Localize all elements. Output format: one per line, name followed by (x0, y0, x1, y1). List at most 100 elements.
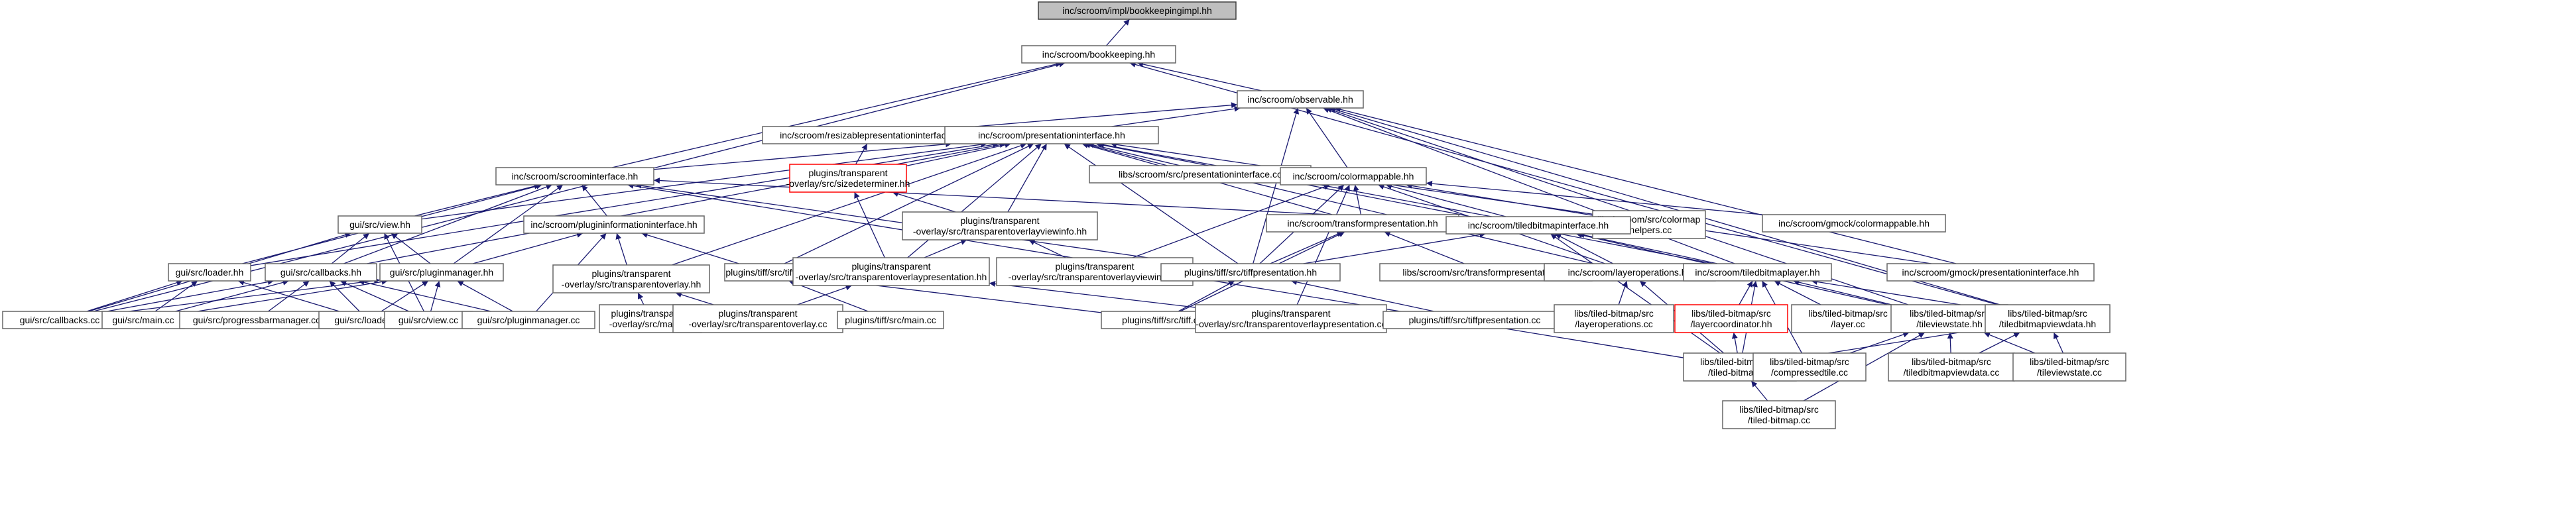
node-box[interactable] (1021, 45, 1176, 64)
node-label: gui/src/view.hh (349, 219, 410, 230)
node-box[interactable] (2012, 352, 2126, 382)
node-box[interactable] (384, 311, 473, 329)
node-n_top[interactable]: plugins/transparent-overlay/src/transpar… (792, 257, 990, 286)
node-box[interactable] (552, 264, 710, 293)
node-box[interactable] (1237, 90, 1364, 109)
edge-n_viewcc-to-n_pm (430, 280, 441, 312)
node-n_sdet[interactable]: plugins/transparent-overlay/src/sizedete… (786, 164, 910, 193)
node-box[interactable] (1886, 263, 2095, 282)
node-label: /tiledbitmapviewdata.cc (1904, 367, 2000, 378)
node-box[interactable] (495, 167, 654, 185)
node-n_cm[interactable]: inc/scroom/colormappable.hh (1280, 167, 1427, 185)
node-n_layopscc[interactable]: libs/tiled-bitmap/src/layeroperations.cc (1554, 304, 1674, 333)
node-label: libs/scroom/src/presentationinterface.cc (1119, 169, 1282, 180)
node-label: libs/tiled-bitmap/src (2030, 356, 2109, 367)
node-n_tbl[interactable]: inc/scroom/tiledbitmaplayer.hh (1683, 263, 1832, 282)
node-box[interactable] (101, 311, 185, 329)
node-box[interactable] (1445, 216, 1631, 235)
node-n_tovi[interactable]: plugins/transparent-overlay/src/transpar… (902, 211, 1098, 240)
node-box[interactable] (1762, 214, 1946, 233)
node-box[interactable] (672, 304, 843, 333)
node-box[interactable] (1195, 304, 1387, 333)
node-n_tbi[interactable]: inc/scroom/tiledbitmapinterface.hh (1445, 216, 1631, 235)
node-box[interactable] (379, 263, 504, 282)
node-box[interactable] (2, 311, 117, 329)
node-box[interactable] (337, 215, 422, 234)
node-n_tbcc[interactable]: libs/tiled-bitmap/src/tiled-bitmap.cc (1722, 400, 1836, 429)
node-n_lpicc[interactable]: libs/scroom/src/presentationinterface.cc (1089, 165, 1312, 184)
node-n_tbvdcc[interactable]: libs/tiled-bitmap/src/tiledbitmapviewdat… (1888, 352, 2015, 382)
node-box[interactable] (523, 215, 705, 234)
node-box[interactable] (1089, 165, 1312, 184)
node-box[interactable] (996, 257, 1194, 286)
node-n_tovicc[interactable]: plugins/transparent-overlay/src/transpar… (996, 257, 1194, 286)
node-n_viewcc[interactable]: gui/src/view.cc (384, 311, 473, 329)
node-n_cb[interactable]: gui/src/callbacks.hh (265, 263, 377, 282)
edge-n_tbi-to-n_cm (1385, 183, 1506, 217)
node-n_tvscc[interactable]: libs/tiled-bitmap/src/tileviewstate.cc (2012, 352, 2126, 382)
node-box[interactable] (1888, 352, 2015, 382)
node-n_tiffmain[interactable]: plugins/tiff/src/main.cc (837, 311, 944, 329)
edge-n_cmhelp-to-n_cm (1406, 183, 1593, 216)
node-n_tbvd[interactable]: libs/tiled-bitmap/src/tiledbitmapviewdat… (1985, 304, 2111, 333)
edge-n_gmcm-to-n_cm (1426, 180, 1763, 215)
node-n_obs[interactable]: inc/scroom/observable.hh (1237, 90, 1364, 109)
node-box[interactable] (1382, 311, 1567, 329)
node-label: gui/src/callbacks.cc (20, 315, 100, 325)
node-n_layercc[interactable]: libs/tiled-bitmap/src/layer.cc (1791, 304, 1905, 333)
node-box[interactable] (1752, 352, 1867, 382)
node-n_pi[interactable]: inc/scroom/presentationinterface.hh (944, 126, 1159, 144)
node-box[interactable] (837, 311, 944, 329)
node-n_gmcm[interactable]: inc/scroom/gmock/colormappable.hh (1762, 214, 1946, 233)
node-n_tiffpcc[interactable]: plugins/tiff/src/tiffpresentation.cc (1382, 311, 1567, 329)
node-n_tiffp[interactable]: plugins/tiff/src/tiffpresentation.hh (1160, 263, 1341, 282)
node-n_topcc[interactable]: plugins/transparent-overlay/src/transpar… (1195, 304, 1387, 333)
node-box[interactable] (168, 263, 251, 282)
node-box[interactable] (1674, 304, 1788, 333)
node-n_pbm[interactable]: gui/src/progressbarmanager.cc (179, 311, 334, 329)
node-box[interactable] (1554, 304, 1674, 333)
edge-n_layops-to-n_pi (1087, 142, 1594, 264)
node-n_cbcc[interactable]: gui/src/callbacks.cc (2, 311, 117, 329)
node-n_pm[interactable]: gui/src/pluginmanager.hh (379, 263, 504, 282)
node-box[interactable] (902, 211, 1098, 240)
node-n_si[interactable]: inc/scroom/scroominterface.hh (495, 167, 654, 185)
node-box[interactable] (1985, 304, 2111, 333)
node-box[interactable] (1160, 263, 1341, 282)
edge-n_maincc-to-n_cb (175, 279, 289, 312)
edge-n_tvscc-to-n_tbvd (2053, 332, 2064, 354)
node-box[interactable] (1038, 1, 1237, 20)
node-n_maincc[interactable]: gui/src/main.cc (101, 311, 185, 329)
node-n_tocc[interactable]: plugins/transparent-overlay/src/transpar… (672, 304, 843, 333)
node-n_ctcc[interactable]: libs/tiled-bitmap/src/compressedtile.cc (1752, 352, 1867, 382)
node-box[interactable] (1791, 304, 1905, 333)
node-box[interactable] (1266, 214, 1459, 233)
node-n_gmpi[interactable]: inc/scroom/gmock/presentationinterface.h… (1886, 263, 2095, 282)
node-box[interactable] (265, 263, 377, 282)
node-box[interactable] (1280, 167, 1427, 185)
node-box[interactable] (461, 311, 595, 329)
node-box[interactable] (1683, 263, 1832, 282)
node-n_layco[interactable]: libs/tiled-bitmap/src/layercoordinator.h… (1674, 304, 1788, 333)
node-label: plugins/tiff/src/tiff.hh (725, 267, 807, 278)
node-n_bkimpl[interactable]: inc/scroom/impl/bookkeepingimpl.hh (1038, 1, 1237, 20)
edge-n_ctcc-to-n_tvs (1849, 331, 1910, 354)
node-box[interactable] (944, 126, 1159, 144)
node-box[interactable] (179, 311, 334, 329)
node-n_bk[interactable]: inc/scroom/bookkeeping.hh (1021, 45, 1176, 64)
node-label: /tileviewstate.hh (1916, 319, 1983, 329)
node-box[interactable] (1722, 400, 1836, 429)
node-label: libs/tiled-bitmap/src (1910, 308, 1989, 319)
edge-n_tbcc-to-n_tbhh (1750, 380, 1768, 401)
node-n_pii[interactable]: inc/scroom/plugininformationinterface.hh (523, 215, 705, 234)
node-box[interactable] (789, 164, 907, 193)
node-n_view[interactable]: gui/src/view.hh (337, 215, 422, 234)
node-box[interactable] (792, 257, 990, 286)
node-n_tp[interactable]: inc/scroom/transformpresentation.hh (1266, 214, 1459, 233)
node-n_loader[interactable]: gui/src/loader.hh (168, 263, 251, 282)
node-n_pmcc[interactable]: gui/src/pluginmanager.cc (461, 311, 595, 329)
edge-n_cb-to-n_si (343, 184, 552, 264)
node-label: libs/tiled-bitmap/src (1739, 404, 1819, 415)
node-n_to[interactable]: plugins/transparent-overlay/src/transpar… (552, 264, 710, 293)
edge-n_tbhh-to-n_layco (1731, 332, 1738, 354)
